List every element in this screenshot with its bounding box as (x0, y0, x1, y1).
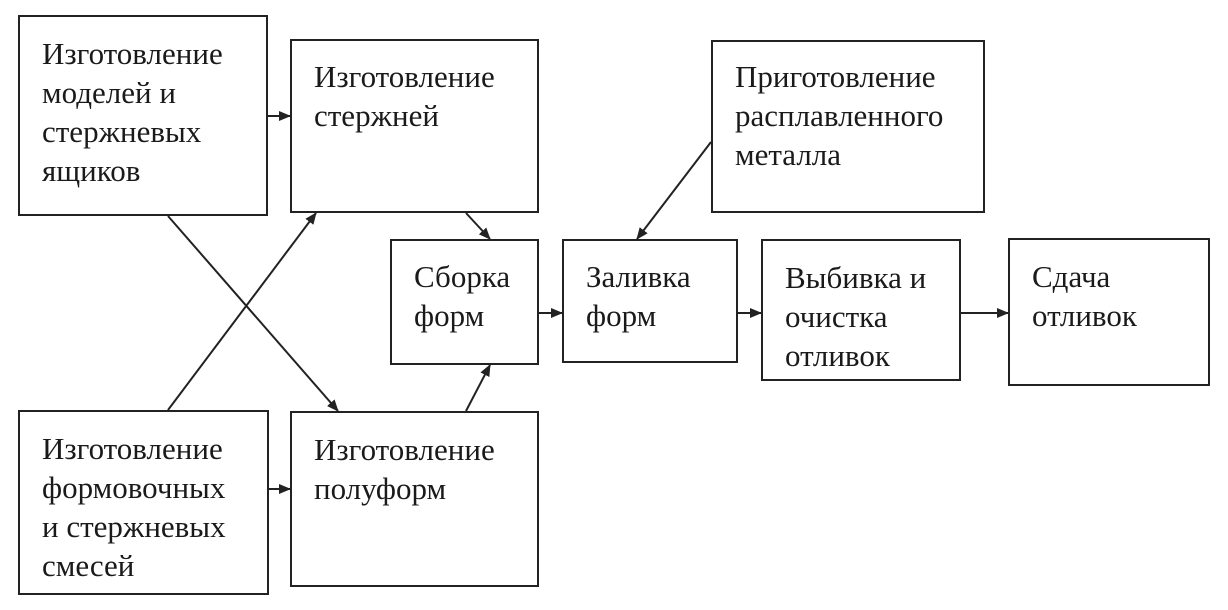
node-text-line: Изготовление (42, 431, 223, 466)
node-text-line: формовочных (42, 470, 226, 505)
node-text-line: смесей (42, 548, 135, 583)
node-text-line: ящиков (42, 153, 141, 188)
node-text-line: Сборка (414, 259, 511, 294)
node-text-line: Изготовление (314, 432, 495, 467)
node-text-line: Сдача (1032, 259, 1111, 294)
node-text-line: моделей и (42, 75, 176, 110)
arrow-mixtures-to-cores (167, 212, 317, 411)
arrow-models-to-halfmold (167, 215, 339, 412)
node-text-line: стержней (314, 98, 439, 133)
node-text-line: форм (586, 298, 657, 333)
node-text-line: и стержневых (42, 509, 226, 544)
node-half-mold-making: Изготовление полуформ (290, 411, 539, 587)
node-casting-delivery: Сдача отливок (1008, 238, 1210, 386)
node-text-line: Изготовление (314, 59, 495, 94)
arrow-halfmold-to-assembly (465, 364, 491, 412)
node-knockout-and-cleaning: Выбивка и очистка отливок (761, 239, 961, 381)
node-text-line: полуформ (314, 471, 447, 506)
node-molding-mixtures: Изготовление формовочных и стержневых см… (18, 410, 269, 595)
node-text-line: форм (414, 298, 485, 333)
node-text-line: отливок (785, 338, 890, 373)
node-text-line: Заливка (586, 259, 691, 294)
node-text-line: Изготовление (42, 36, 223, 71)
node-models-and-core-boxes: Изготовление моделей и стержневых ящиков (18, 15, 268, 216)
arrow-cores-to-assembly (465, 212, 491, 240)
node-text-line: стержневых (42, 114, 202, 149)
node-molten-metal: Приготовление расплавленного металла (711, 40, 985, 213)
node-core-making: Изготовление стержней (290, 39, 539, 213)
node-text-line: отливок (1032, 298, 1137, 333)
node-text-line: очистка (785, 299, 888, 334)
node-text-line: расплавленного (735, 98, 944, 133)
node-text-line: Выбивка и (785, 260, 927, 295)
node-text-line: металла (735, 137, 842, 172)
node-mold-pouring: Заливка форм (562, 239, 738, 363)
arrow-metal-to-pour (636, 141, 712, 240)
node-mold-assembly: Сборка форм (390, 239, 539, 365)
node-text-line: Приготовление (735, 59, 936, 94)
